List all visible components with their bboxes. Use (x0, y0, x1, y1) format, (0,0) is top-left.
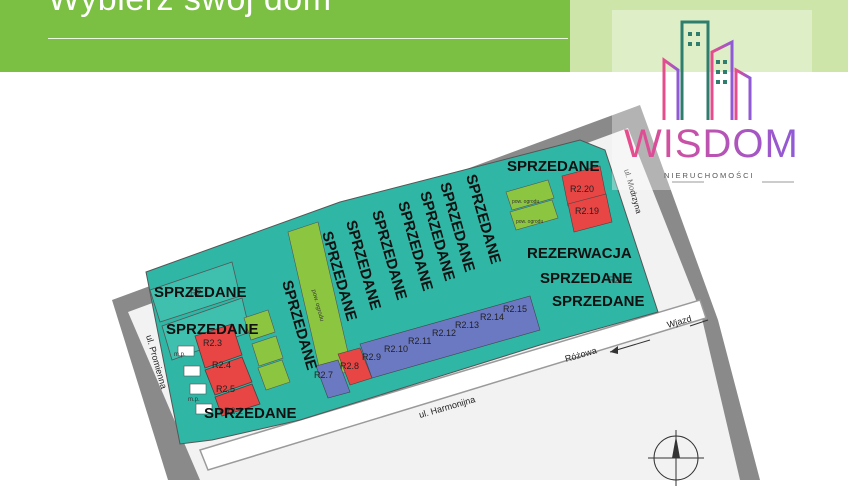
unit-r21[interactable] (149, 261, 241, 323)
sold-label: SPRZEDANE (154, 284, 247, 301)
sold-label: SPRZEDANE (540, 270, 633, 287)
compass-icon (648, 430, 704, 486)
sold-label: SPRZEDANE (204, 405, 297, 422)
unit-r27-label: R2.7 (314, 370, 333, 380)
entry-arrow (689, 319, 709, 327)
unit-r24[interactable] (204, 356, 253, 396)
garden-patch (251, 335, 284, 367)
sold-label: SPRZEDANE (507, 158, 600, 175)
parking-spot (183, 365, 201, 377)
parking-label: m.p. (188, 397, 200, 403)
garden-area-label: pow. ogrodu (512, 199, 539, 205)
parking-spot (189, 383, 207, 395)
unit-r210-label: R2.10 (384, 344, 408, 354)
garden-area-label: pow. ogrodu (516, 219, 543, 225)
unit-r24-label: R2.4 (212, 360, 231, 370)
sold-label: SPRZEDANE (552, 293, 645, 310)
parking-label: m.p. (174, 352, 186, 358)
unit-r215-label: R2.15 (503, 304, 527, 314)
garden-patch (505, 179, 555, 211)
title-underline (48, 38, 568, 39)
unit-r28-label: R2.8 (340, 361, 359, 371)
logo-wordmark: WISDOM (624, 122, 799, 166)
unit-r214-label: R2.14 (480, 312, 504, 322)
unit-r212-label: R2.12 (432, 328, 456, 338)
unit-r211-label: R2.11 (408, 336, 431, 346)
page-title: Wybierz swój dom (48, 0, 332, 19)
unit-r25-label: R2.5 (216, 384, 235, 394)
reserved-label: REZERWACJA (527, 245, 632, 262)
harmonijna-strip (198, 299, 707, 471)
garden-patch (257, 359, 291, 391)
city-skyline-icon (612, 10, 812, 190)
garden-patch (243, 309, 276, 341)
unit-r213-label: R2.13 (455, 320, 479, 330)
logo-subtitle: NIERUCHOMOŚCI (664, 171, 755, 180)
unit-r23-label: R2.3 (203, 338, 222, 348)
header-banner: Wybierz swój dom (0, 0, 570, 72)
arrow-head-icon (610, 346, 618, 354)
unit-r29-label: R2.9 (362, 352, 381, 362)
unit-r22-label: R2.2 (224, 406, 243, 416)
unit-r27[interactable] (315, 359, 351, 399)
unit-r219-label: R2.19 (575, 206, 599, 216)
unit-r23[interactable] (194, 323, 243, 369)
unit-r217-label: R2.17 (608, 275, 632, 285)
parking-spot (177, 345, 195, 357)
sold-label: SPRZEDANE (166, 321, 259, 338)
garden-patch (509, 199, 559, 231)
unit-r25[interactable] (214, 383, 261, 417)
purple-row[interactable] (359, 295, 541, 379)
unit-r21-label: R2.1 (190, 288, 209, 298)
unit-r219[interactable] (567, 193, 613, 233)
unit-r220-label: R2.20 (570, 184, 594, 194)
parking-spot (195, 403, 213, 415)
